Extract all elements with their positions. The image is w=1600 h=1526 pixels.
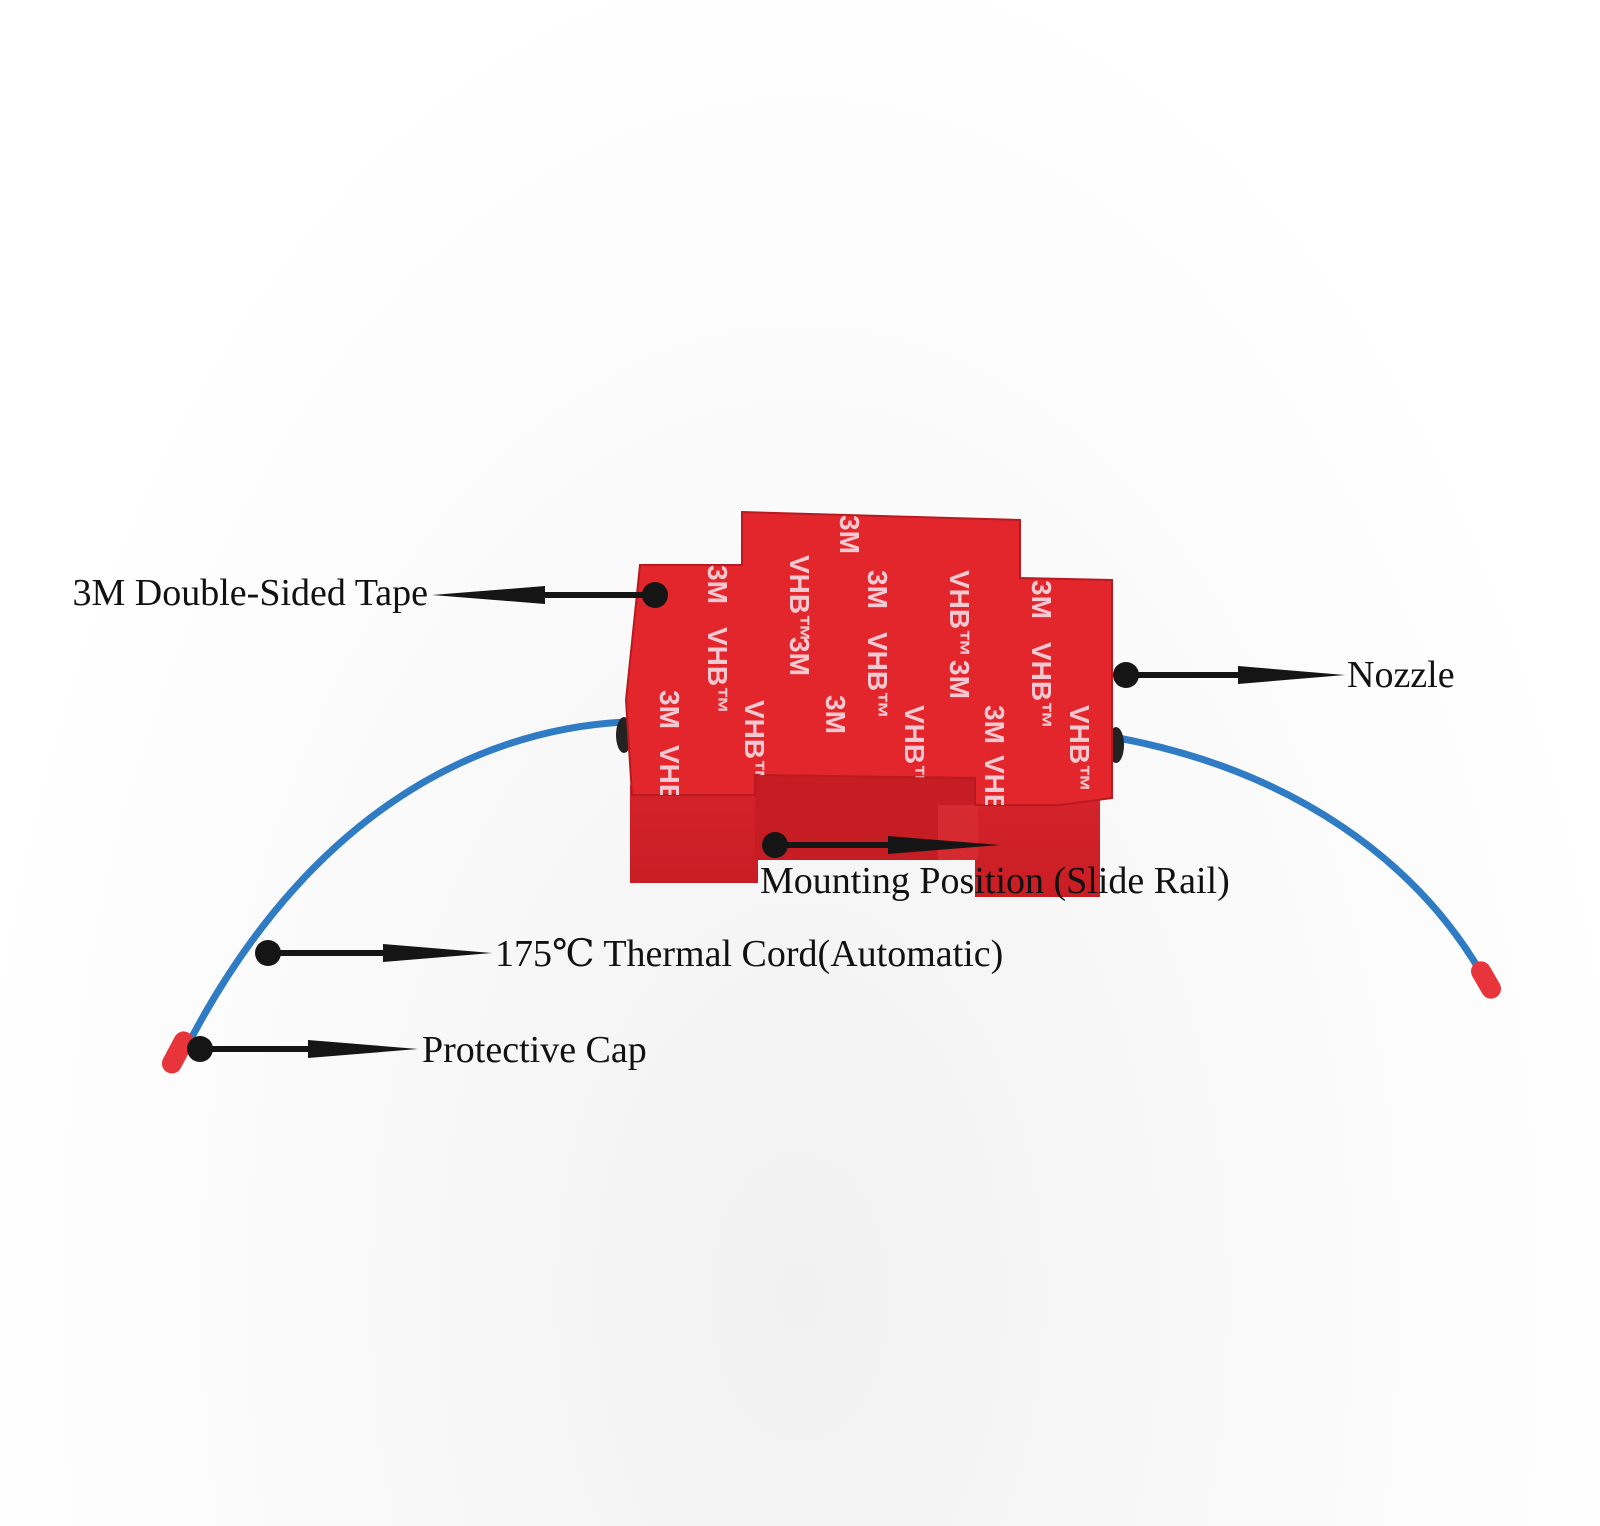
- tape-product: VHB™: [702, 627, 733, 714]
- label-nozzle: Nozzle: [1347, 654, 1455, 696]
- tape-product: VHB™: [739, 700, 770, 787]
- callout-thermal-cord: [255, 940, 492, 966]
- tape-brand: 3M: [820, 695, 851, 734]
- tape-brand: 3M: [784, 637, 815, 676]
- tape-brand: 3M: [944, 660, 975, 699]
- tape-product: VHB™: [944, 570, 975, 657]
- left-thermal-cord: [176, 718, 629, 1064]
- label-cap: Protective Cap: [422, 1029, 647, 1071]
- right-protective-cap: [1471, 961, 1501, 999]
- tape-product: VHB™: [1064, 705, 1095, 792]
- tape-product: VHB™: [862, 632, 893, 719]
- callout-cap: [187, 1036, 418, 1062]
- label-tape: 3M Double-Sided Tape: [73, 572, 428, 614]
- tape-brand: 3M: [1026, 580, 1057, 619]
- callout-mounting: [762, 832, 1000, 858]
- label-thermal-cord: 175℃ Thermal Cord(Automatic): [495, 933, 1003, 975]
- tape-brand: 3M: [834, 515, 865, 554]
- callout-tape: [432, 582, 668, 608]
- device-body: [616, 717, 1124, 897]
- callout-nozzle: [1113, 662, 1345, 688]
- tape-product: VHB™: [979, 755, 1010, 842]
- tape-print: 3M VHB™ 3M VHB™ 3M VHB™ VHB™ 3M 3M VHB™ …: [654, 515, 1095, 842]
- left-protective-cap: [161, 1031, 194, 1074]
- right-thermal-cord: [1114, 734, 1492, 989]
- 3m-tape: 3M VHB™ 3M VHB™ 3M VHB™ VHB™ 3M 3M VHB™ …: [624, 510, 1113, 842]
- label-mounting: Mounting Position (Slide Rail): [760, 860, 1230, 902]
- tape-brand: 3M: [979, 705, 1010, 744]
- tape-product: VHB™: [654, 745, 685, 832]
- tape-brand: 3M: [654, 690, 685, 729]
- tape-product: VHB™: [1026, 642, 1057, 729]
- tape-brand: 3M: [702, 565, 733, 604]
- tape-product: VHB™: [784, 555, 815, 642]
- tape-brand: 3M: [862, 570, 893, 609]
